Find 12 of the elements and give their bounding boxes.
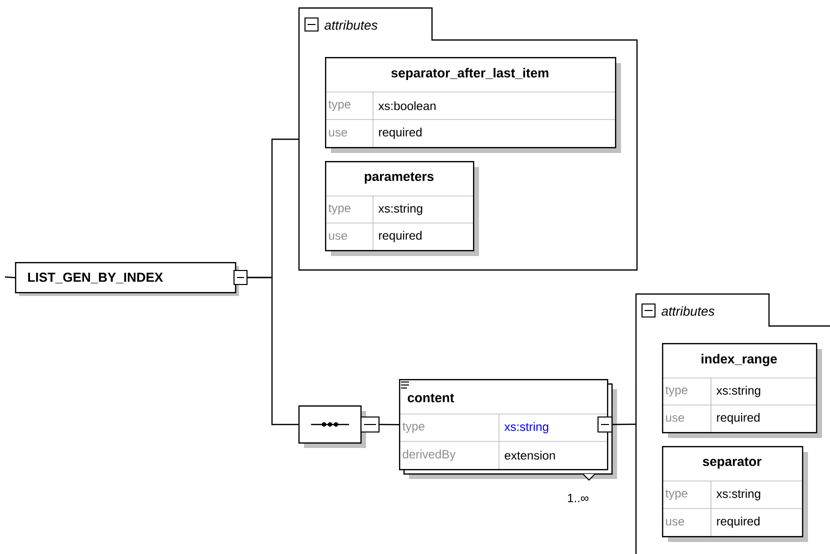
connector-line: [247, 276, 298, 426]
attribute-box: separator_after_last_item type xs:boolean use required: [324, 57, 621, 153]
connector-line: [4, 276, 16, 278]
attribute-box: parameters type xs:string use required: [324, 161, 479, 256]
element-box: content type xs:string derivedBy extension: [398, 379, 617, 481]
occurrence-label: 1..∞: [568, 494, 588, 502]
element-box: LIST_GEN_BY_INDEX: [15, 262, 248, 296]
connector-line: [379, 424, 400, 426]
sequence-symbol: [298, 405, 380, 448]
attribute-box: separator type xs:string use required: [662, 446, 808, 542]
attribute-box: index_range type xs:string use required: [662, 343, 822, 438]
connector-line: [612, 424, 636, 426]
